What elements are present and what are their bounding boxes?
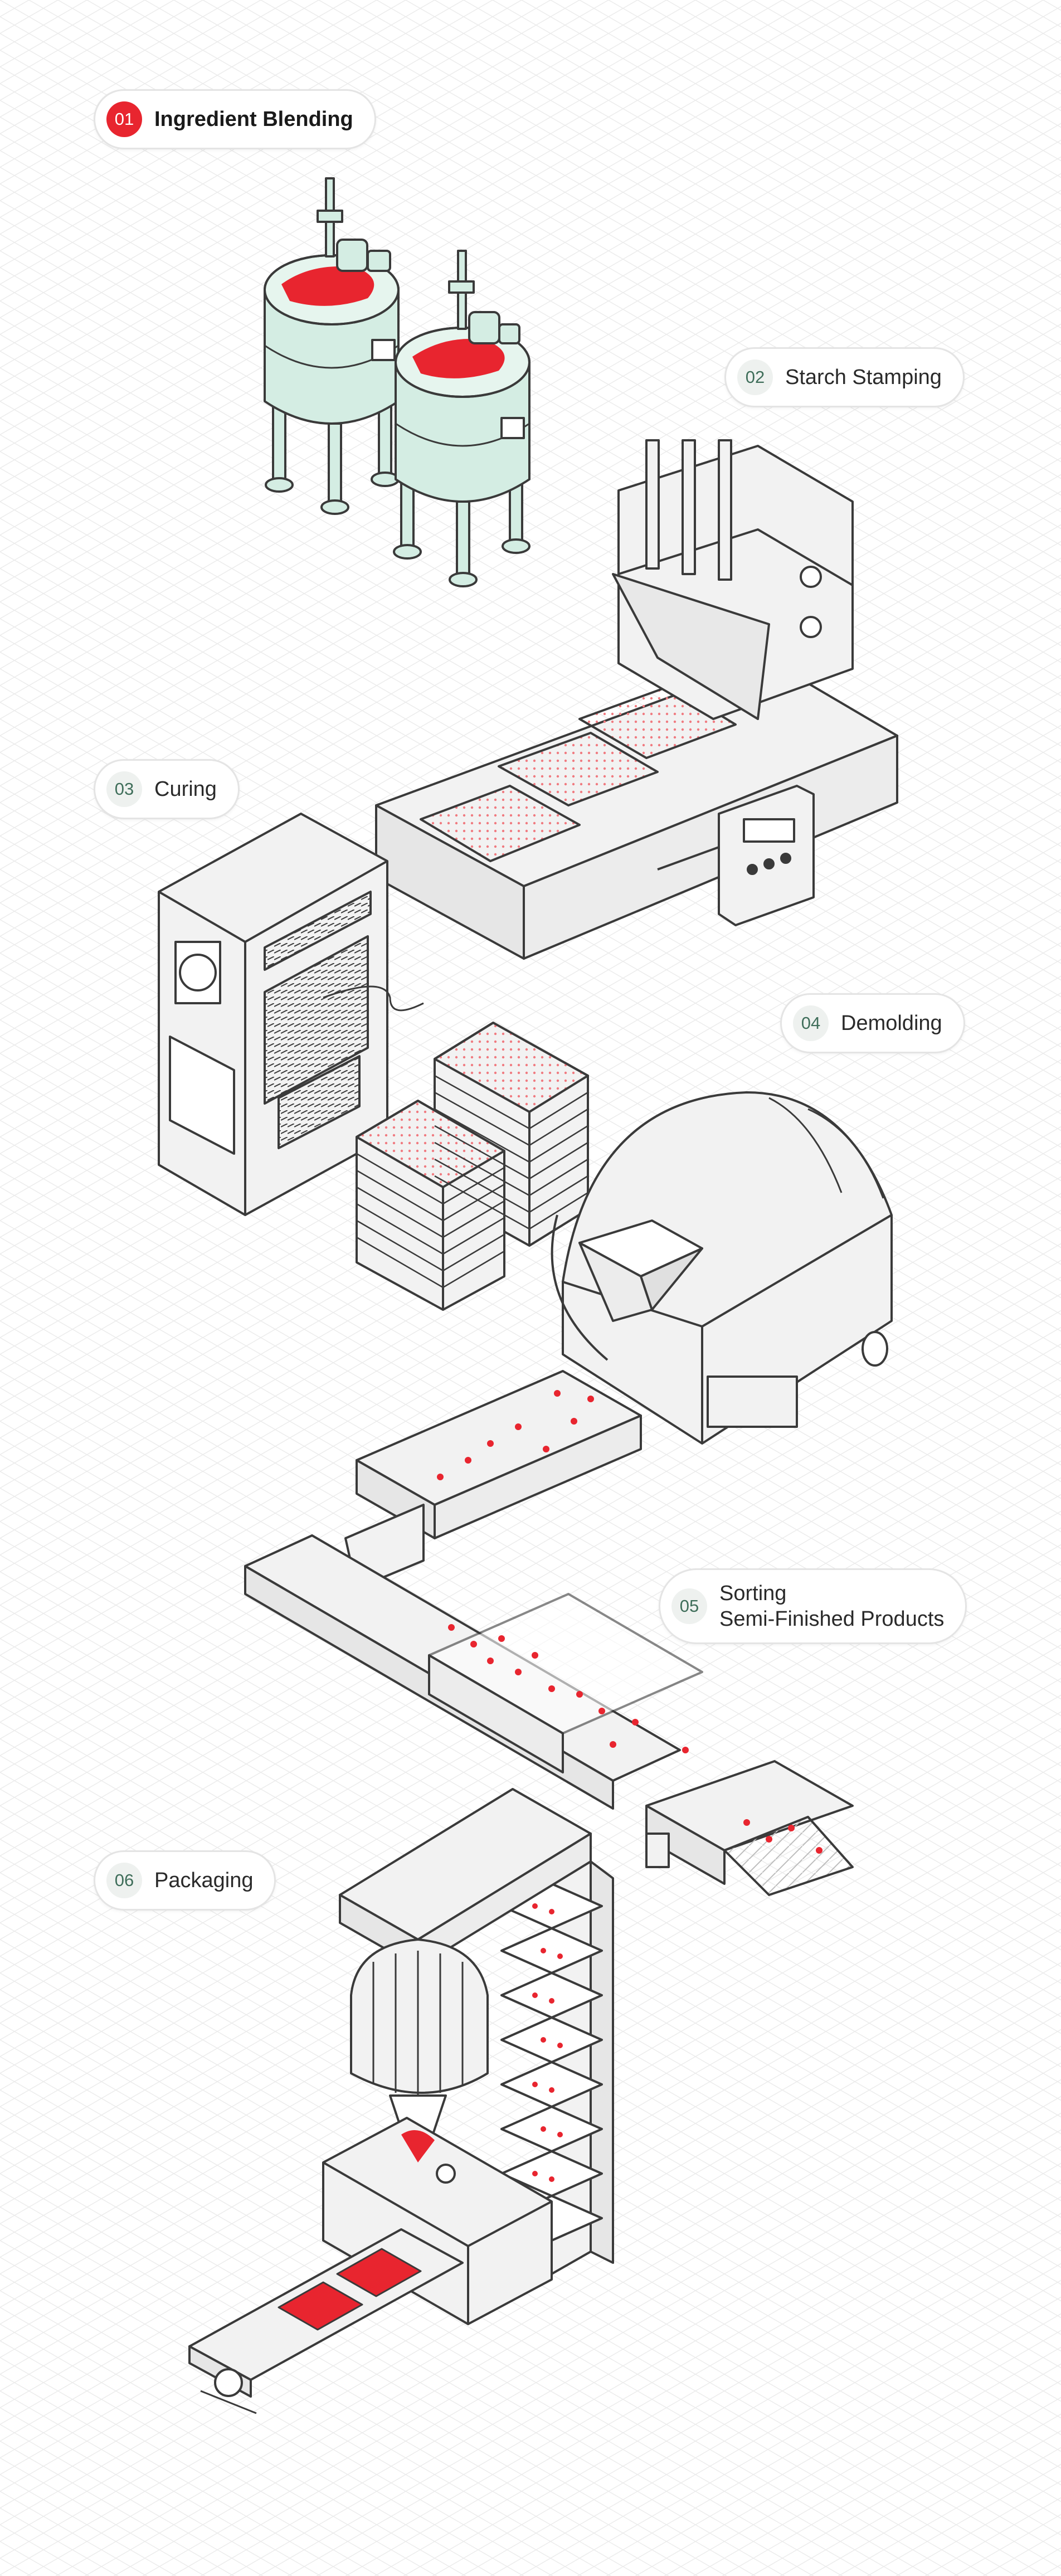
step-label: Packaging	[154, 1869, 254, 1892]
step-label-line-2: Semi-Finished Products	[719, 1607, 945, 1631]
step-number-badge: 02	[737, 359, 773, 395]
step-label: Starch Stamping	[785, 366, 942, 389]
step-pill-packaging: 06 Packaging	[94, 1850, 276, 1911]
step-pill-curing: 03 Curing	[94, 759, 240, 819]
step-label: Demolding	[841, 1012, 942, 1035]
step-pill-demolding: 04 Demolding	[780, 993, 965, 1053]
step-number-badge: 01	[106, 101, 142, 137]
step-number-badge: 03	[106, 771, 142, 807]
step-pill-ingredient-blending: 01 Ingredient Blending	[94, 89, 376, 149]
control-panel-icon	[657, 785, 815, 926]
step-label: Sorting Semi-Finished Products	[719, 1581, 944, 1632]
step-label-line-1: Sorting	[719, 1582, 787, 1605]
conveyor-icon	[344, 1370, 642, 1590]
step-pill-sorting: 05 Sorting Semi-Finished Products	[659, 1568, 967, 1644]
packaged-bag-icon	[278, 2248, 422, 2331]
step-number-badge: 04	[793, 1005, 829, 1041]
starch-tray-stack-icon	[356, 1022, 589, 1311]
mixing-tank-icon	[264, 177, 400, 515]
conveyor-icon	[244, 1534, 703, 1810]
step-number-badge: 06	[106, 1863, 142, 1898]
hopper-icon	[551, 1214, 703, 1361]
mixing-tank-icon	[393, 250, 530, 587]
step-label: Curing	[154, 777, 217, 801]
demolding-drum-icon	[562, 1091, 893, 1445]
step-number-badge: 05	[671, 1588, 707, 1624]
sorting-sieve-icon	[645, 1760, 854, 1896]
step-label: Ingredient Blending	[154, 108, 353, 131]
curing-cabinet-icon	[158, 813, 424, 1216]
step-pill-starch-stamping: 02 Starch Stamping	[724, 347, 965, 407]
